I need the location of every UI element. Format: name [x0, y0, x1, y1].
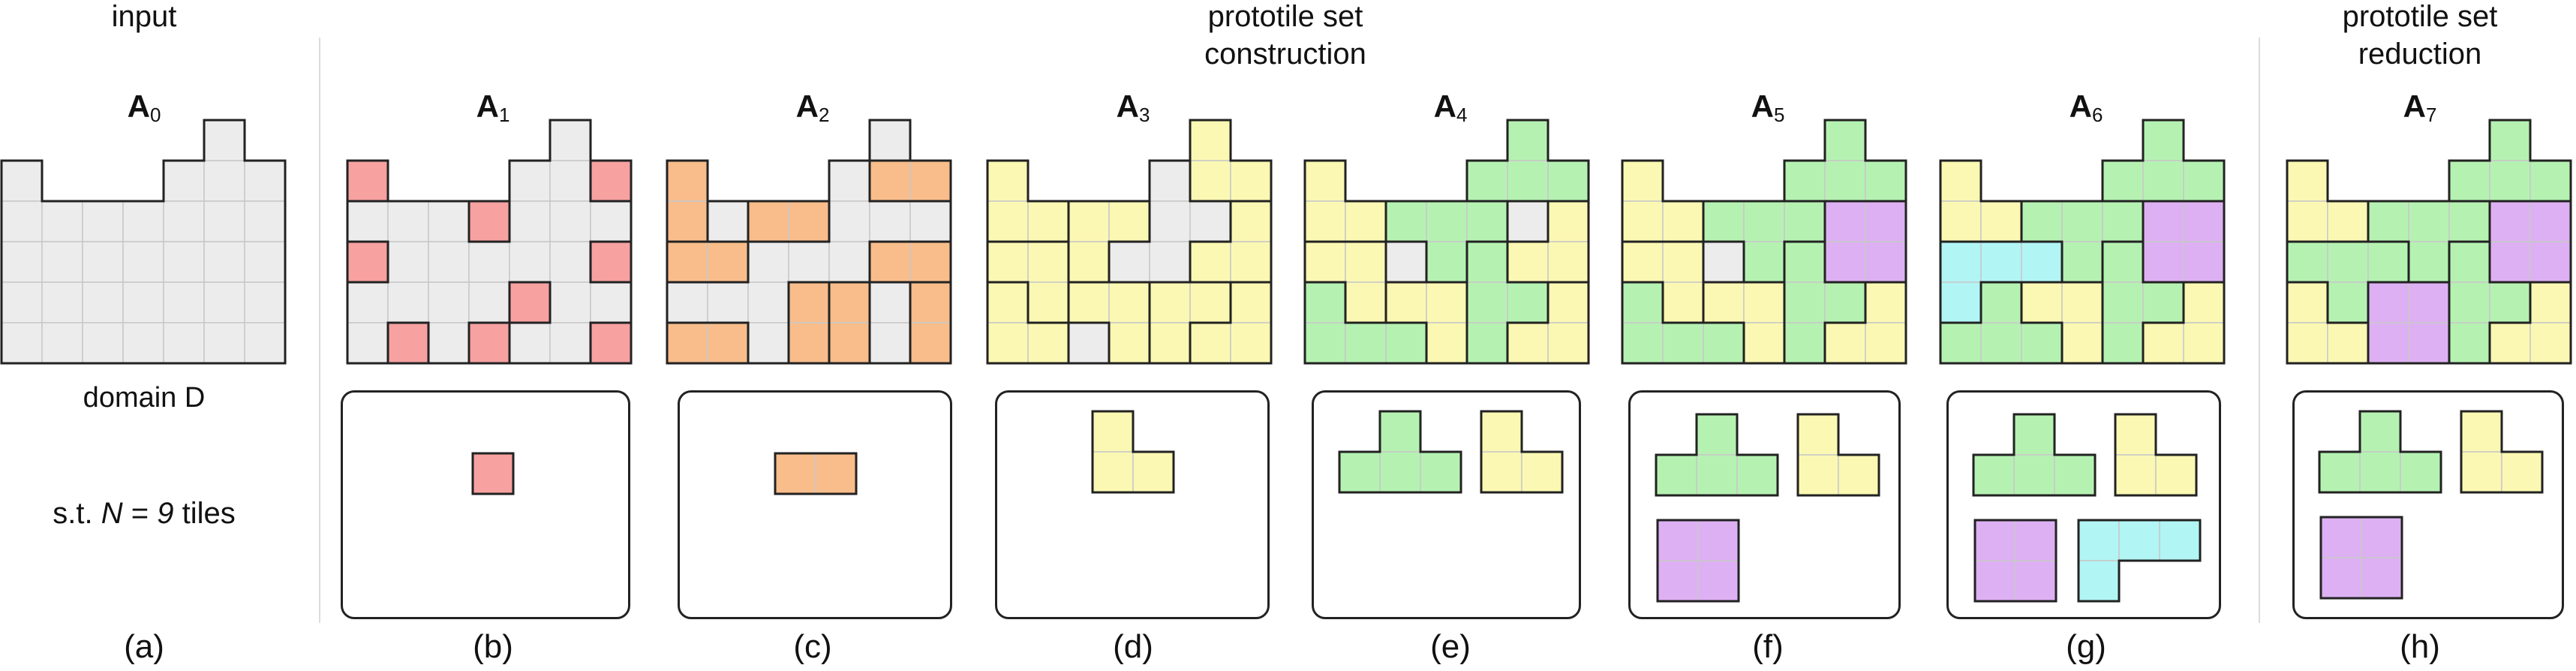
- tile-monomino: [589, 159, 633, 203]
- tile-domino: [787, 281, 831, 365]
- prototile-l_tromino: [1796, 413, 1880, 497]
- panel-title-b: A1: [476, 89, 510, 126]
- tile-domino: [666, 159, 709, 243]
- domain-outline: [1939, 119, 2226, 365]
- header-reduction-line1: prototile set: [2342, 0, 2498, 33]
- domain-outline: [1303, 119, 1590, 365]
- tile-t_tetromino: [1303, 281, 1428, 365]
- header-construction-line2: construction: [1204, 38, 1366, 71]
- tile-square: [2488, 200, 2572, 284]
- tile-t_tetromino: [1702, 200, 1826, 284]
- prototile-box-b: [341, 390, 630, 619]
- panel-title-g: A6: [2069, 89, 2103, 126]
- tiling-g: [1939, 119, 2226, 365]
- panel-title-h: A7: [2403, 89, 2437, 126]
- header-reduction-line2: reduction: [2358, 38, 2482, 71]
- panel-title-f: A5: [1751, 89, 1785, 126]
- caption-d: (d): [1113, 628, 1153, 665]
- prototile-t_tetromino: [1338, 410, 1462, 494]
- prototile-square: [1656, 519, 1740, 603]
- tile-count-constraint: s.t. N = 9 tiles: [53, 497, 236, 530]
- caption-e: (e): [1430, 628, 1471, 665]
- tiling-a: [0, 119, 287, 365]
- tile-domino: [747, 200, 831, 243]
- tile-monomino: [589, 321, 633, 365]
- prototile-box-c: [678, 390, 952, 619]
- domain-outline: [0, 119, 287, 365]
- divider-input: [319, 38, 320, 623]
- tile-l_tromino: [1939, 159, 2023, 243]
- tile-l_tromino: [1823, 281, 1907, 365]
- divider-reduction: [2259, 38, 2260, 623]
- tiling-b: [346, 119, 633, 365]
- tile-domino: [909, 281, 952, 365]
- prototile-l_tromino: [1091, 410, 1175, 494]
- tile-square: [1823, 200, 1907, 284]
- tile-l_tromino: [2020, 281, 2104, 365]
- caption-a: (a): [124, 628, 164, 665]
- header-input: input: [111, 0, 177, 33]
- caption-f: (f): [1752, 628, 1784, 665]
- caption-b: (b): [473, 628, 513, 665]
- tile-l_tromino: [1067, 200, 1151, 284]
- tile-square: [2367, 281, 2451, 365]
- tile-domino: [868, 240, 952, 284]
- tile-square: [2142, 200, 2226, 284]
- tile-t_tetromino: [2101, 119, 2226, 203]
- tile-l_tromino: [1702, 281, 1786, 365]
- tiling-d: [986, 119, 1273, 365]
- tile-l_tromino: [1067, 281, 1151, 365]
- prototile-square: [1973, 519, 2057, 603]
- prototile-domino: [774, 452, 858, 495]
- tile-t_tetromino: [1939, 281, 2064, 365]
- prototile-box-e: [1312, 390, 1581, 619]
- prototile-t_tetromino: [1972, 413, 2097, 497]
- tile-l_tromino: [1621, 159, 1705, 243]
- tile-domino: [666, 240, 750, 284]
- domain-outline: [346, 119, 633, 365]
- domain-label: domain D: [83, 382, 206, 414]
- tile-monomino: [467, 200, 511, 243]
- prototile-l_tromino: [2460, 410, 2544, 494]
- tile-l_tromino: [1189, 200, 1273, 284]
- tile-domino: [828, 281, 871, 365]
- tile-l_tromino: [986, 281, 1070, 365]
- tile-monomino: [467, 321, 511, 365]
- tile-monomino: [508, 281, 552, 324]
- tile-monomino: [386, 321, 430, 365]
- tiling-h: [2286, 119, 2572, 365]
- caption-h: (h): [2400, 628, 2440, 665]
- panel-title-a: A0: [127, 89, 161, 126]
- prototile-monomino: [471, 452, 515, 495]
- caption-c: (c): [793, 628, 832, 665]
- prototile-l_tetromino: [2077, 519, 2202, 603]
- prototile-t_tetromino: [2318, 410, 2442, 494]
- header-construction-line1: prototile set: [1207, 0, 1363, 33]
- prototile-square: [2319, 516, 2403, 600]
- panel-title-c: A2: [795, 89, 830, 126]
- tile-domino: [868, 159, 952, 203]
- domain-outline: [1621, 119, 1907, 365]
- prototile-t_tetromino: [1655, 413, 1779, 497]
- prototile-l_tromino: [1480, 410, 1564, 494]
- panel-title-d: A3: [1116, 89, 1150, 126]
- prototile-l_tromino: [2114, 413, 2198, 497]
- tile-monomino: [346, 240, 389, 284]
- tiling-f: [1621, 119, 1907, 365]
- tile-t_tetromino: [1465, 119, 1590, 203]
- tile-monomino: [346, 159, 389, 203]
- tile-monomino: [589, 240, 633, 284]
- tiling-e: [1303, 119, 1590, 365]
- tiling-c: [666, 119, 952, 365]
- panel-title-e: A4: [1433, 89, 1468, 126]
- tile-t_tetromino: [1465, 240, 1550, 365]
- domain-outline: [2286, 119, 2572, 365]
- domain-outline: [986, 119, 1273, 365]
- caption-g: (g): [2066, 628, 2106, 665]
- domain-outline: [666, 119, 952, 365]
- tile-domino: [666, 321, 750, 365]
